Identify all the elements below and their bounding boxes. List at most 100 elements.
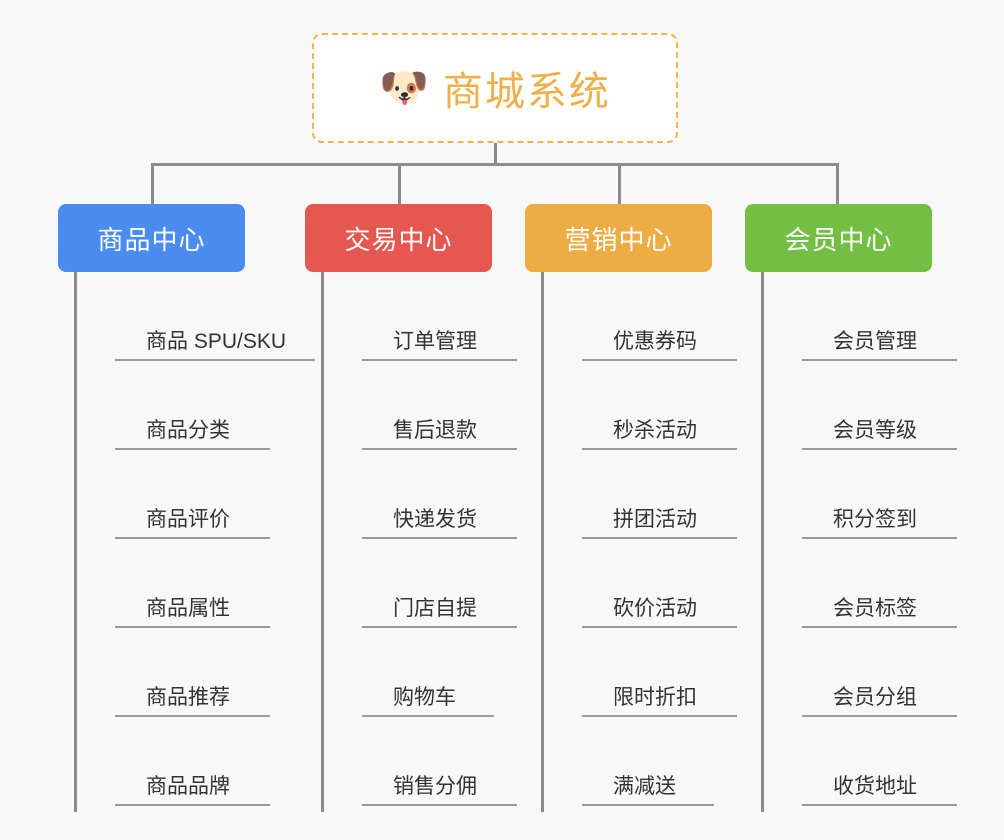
branch-item-rule <box>362 537 517 539</box>
branch-item-label: 商品品牌 <box>146 775 230 798</box>
connector-drop-0 <box>151 163 154 205</box>
branch-item-rule <box>115 359 315 361</box>
branch-item-rule <box>115 804 270 806</box>
branch-item-label: 秒杀活动 <box>613 419 697 442</box>
branch-item-rule <box>802 626 957 628</box>
branch-header-label-2: 营销中心 <box>564 224 673 255</box>
dog-face-icon: 🐶 <box>379 66 429 110</box>
branch-trunk-0 <box>74 272 77 812</box>
branch-商品中心: 商品中心 商品 SPU/SKU 商品分类商品评价商品属性商品推荐商品品牌 <box>58 204 315 822</box>
branch-item[interactable]: 商品品牌 <box>98 717 270 806</box>
branch-item-label: 商品属性 <box>146 597 230 620</box>
branch-item-label: 商品 SPU/SKU <box>146 330 287 353</box>
branch-营销中心: 营销中心 优惠券码秒杀活动拼团活动砍价活动限时折扣满减送 <box>525 204 737 822</box>
branch-item-label: 会员分组 <box>833 686 917 709</box>
branch-children-2: 优惠券码秒杀活动拼团活动砍价活动限时折扣满减送 <box>525 272 737 806</box>
branch-item-label: 收货地址 <box>833 775 917 798</box>
branch-item-rule <box>362 715 494 717</box>
branch-item-label: 优惠券码 <box>613 330 697 353</box>
branch-item-rule <box>582 448 737 450</box>
branch-item[interactable]: 拼团活动 <box>565 450 737 539</box>
branch-header-0[interactable]: 商品中心 <box>58 204 245 272</box>
branch-item[interactable]: 满减送 <box>565 717 714 806</box>
branch-header-label-1: 交易中心 <box>344 224 453 255</box>
branch-children-0: 商品 SPU/SKU 商品分类商品评价商品属性商品推荐商品品牌 <box>58 272 315 806</box>
root-title: 商城系统 <box>442 70 611 114</box>
branch-item-rule <box>582 537 737 539</box>
branch-item[interactable]: 门店自提 <box>345 539 517 628</box>
branch-item-label: 会员等级 <box>833 419 917 442</box>
branch-item-rule <box>802 715 957 717</box>
branch-trunk-2 <box>541 272 544 812</box>
branch-item-rule <box>582 626 737 628</box>
branch-item-label: 限时折扣 <box>613 686 697 709</box>
branch-item[interactable]: 秒杀活动 <box>565 361 737 450</box>
branch-item[interactable]: 购物车 <box>345 628 494 717</box>
branch-item[interactable]: 售后退款 <box>345 361 517 450</box>
branch-item[interactable]: 优惠券码 <box>565 272 737 361</box>
branch-header-3[interactable]: 会员中心 <box>745 204 932 272</box>
branch-item-label: 砍价活动 <box>613 597 697 620</box>
branch-item-label: 订单管理 <box>393 330 477 353</box>
branch-item-rule <box>582 804 714 806</box>
branch-item-label: 销售分佣 <box>393 775 477 798</box>
branch-item-label: 满减送 <box>613 775 676 798</box>
branch-item[interactable]: 商品分类 <box>98 361 270 450</box>
branch-会员中心: 会员中心 会员管理会员等级积分签到会员标签会员分组收货地址 <box>745 204 957 822</box>
branch-item-label: 购物车 <box>393 686 456 709</box>
branch-item[interactable]: 会员管理 <box>785 272 957 361</box>
branch-item-rule <box>362 804 517 806</box>
branch-header-1[interactable]: 交易中心 <box>305 204 492 272</box>
branch-item[interactable]: 商品 SPU/SKU <box>98 272 315 361</box>
branch-header-label-0: 商品中心 <box>97 224 206 255</box>
branch-trunk-3 <box>761 272 764 812</box>
branch-children-1: 订单管理售后退款快递发货门店自提购物车销售分佣 <box>305 272 517 806</box>
branch-item[interactable]: 砍价活动 <box>565 539 737 628</box>
connector-drop-3 <box>836 163 839 205</box>
branch-item[interactable]: 积分签到 <box>785 450 957 539</box>
branch-item[interactable]: 会员标签 <box>785 539 957 628</box>
branch-item-label: 会员标签 <box>833 597 917 620</box>
branch-item-rule <box>802 537 957 539</box>
branch-item-rule <box>115 537 270 539</box>
branch-item-rule <box>582 715 737 717</box>
branch-item-label: 会员管理 <box>833 330 917 353</box>
connector-horizontal-bus <box>151 163 839 166</box>
branch-item-rule <box>362 448 517 450</box>
branch-item[interactable]: 商品属性 <box>98 539 270 628</box>
branch-交易中心: 交易中心 订单管理售后退款快递发货门店自提购物车销售分佣 <box>305 204 517 822</box>
branch-item[interactable]: 收货地址 <box>785 717 957 806</box>
branch-item-rule <box>802 448 957 450</box>
branch-item-rule <box>115 626 270 628</box>
branch-item-rule <box>582 359 737 361</box>
branch-item[interactable]: 销售分佣 <box>345 717 517 806</box>
branch-item[interactable]: 限时折扣 <box>565 628 737 717</box>
branch-item[interactable]: 订单管理 <box>345 272 517 361</box>
branch-item[interactable]: 商品评价 <box>98 450 270 539</box>
branch-item-rule <box>362 626 517 628</box>
branch-header-label-3: 会员中心 <box>784 224 893 255</box>
branch-item[interactable]: 会员分组 <box>785 628 957 717</box>
branch-item-label: 拼团活动 <box>613 508 697 531</box>
branch-item[interactable]: 快递发货 <box>345 450 517 539</box>
branch-item[interactable]: 商品推荐 <box>98 628 270 717</box>
branch-trunk-1 <box>321 272 324 812</box>
root-node[interactable]: 🐶 商城系统 <box>312 33 678 143</box>
branch-item-rule <box>802 359 957 361</box>
branch-item[interactable]: 会员等级 <box>785 361 957 450</box>
branch-item-label: 快递发货 <box>393 508 477 531</box>
branch-item-label: 商品推荐 <box>146 686 230 709</box>
branch-children-3: 会员管理会员等级积分签到会员标签会员分组收货地址 <box>745 272 957 806</box>
branch-item-rule <box>362 359 517 361</box>
branch-item-label: 商品评价 <box>146 508 230 531</box>
branch-header-2[interactable]: 营销中心 <box>525 204 712 272</box>
branch-item-label: 积分签到 <box>833 508 917 531</box>
connector-drop-2 <box>618 163 621 205</box>
branch-item-label: 门店自提 <box>393 597 477 620</box>
branch-item-rule <box>115 448 270 450</box>
branch-item-rule <box>802 804 957 806</box>
branch-item-label: 商品分类 <box>146 419 230 442</box>
branch-item-label: 售后退款 <box>393 419 477 442</box>
branch-item-rule <box>115 715 270 717</box>
